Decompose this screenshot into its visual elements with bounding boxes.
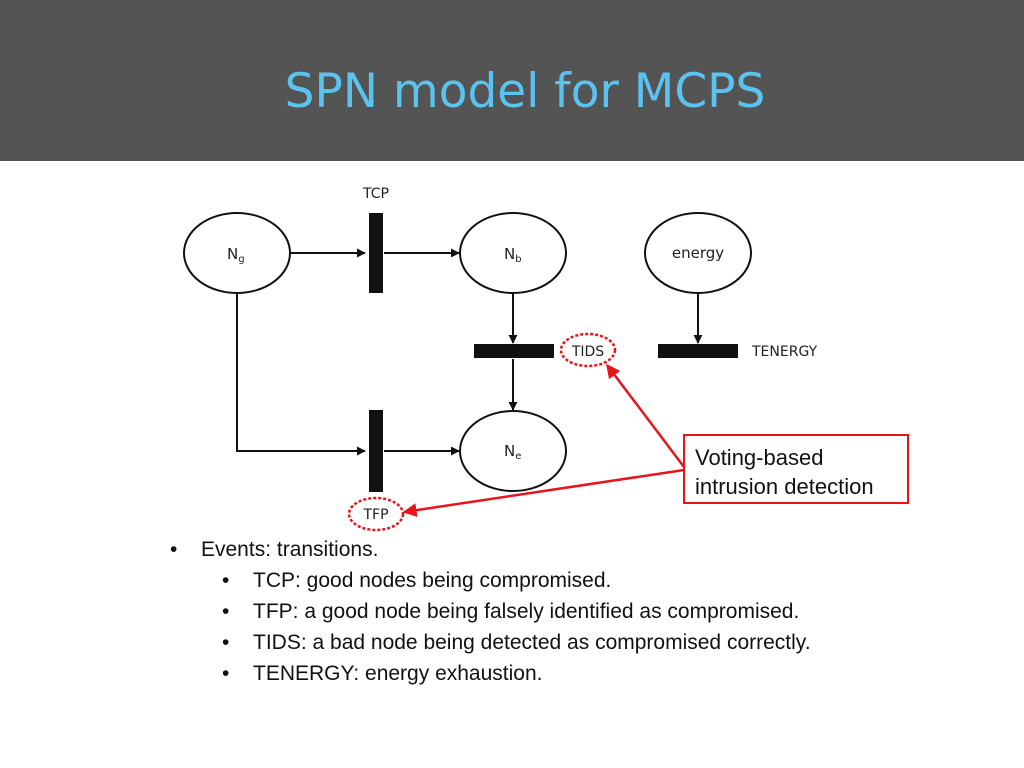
sub-bullet-text: TIDS: a bad node being detected as compr…: [253, 631, 811, 654]
bullet-item: • Events: transitions.: [170, 534, 1000, 565]
place-energy-label: energy: [672, 244, 724, 262]
bullet-text: Events: transitions.: [201, 538, 379, 561]
place-nb: Nb: [459, 212, 567, 294]
transition-tids: [474, 344, 554, 358]
callout-arrow-to-tfp: [402, 468, 685, 518]
transition-tfp-label: TFP: [362, 507, 388, 523]
place-ne: Ne: [459, 410, 567, 492]
place-ng-label: Ng: [227, 245, 245, 265]
sub-bullet-item: • TFP: a good node being falsely identif…: [170, 596, 1000, 627]
transition-tcp: [369, 213, 383, 293]
title-bar: [0, 0, 1024, 161]
place-nb-label: Nb: [504, 245, 522, 265]
arcs: [236, 248, 703, 456]
transition-tenergy-label: TENERGY: [751, 344, 818, 360]
bullet-list: • Events: transitions. • TCP: good nodes…: [170, 534, 1000, 689]
callout-line-1: Voting-based: [695, 445, 824, 470]
callout-line-2: intrusion detection: [695, 474, 874, 499]
tids-highlight-circle: [559, 332, 617, 368]
transition-tenergy: [658, 344, 738, 358]
sub-bullet-text: TENERGY: energy exhaustion.: [253, 662, 543, 685]
transition-tids-label: TIDS: [571, 344, 604, 360]
sub-bullet-item: • TCP: good nodes being compromised.: [170, 565, 1000, 596]
slide-title: SPN model for MCPS: [284, 64, 766, 119]
bullet-icon: •: [222, 631, 230, 654]
place-ne-label: Ne: [504, 442, 521, 462]
callout-arrow-to-tids: [606, 363, 685, 468]
place-energy: energy: [644, 212, 752, 294]
arc-ng-to-tfp: [236, 292, 366, 456]
sub-bullet-text: TCP: good nodes being compromised.: [253, 569, 612, 592]
transition-tcp-label: TCP: [362, 186, 389, 202]
sub-bullet-item: • TENERGY: energy exhaustion.: [170, 658, 1000, 689]
bullet-icon: •: [222, 569, 230, 592]
sub-bullet-item: • TIDS: a bad node being detected as com…: [170, 627, 1000, 658]
callout-box: Voting-based intrusion detection: [683, 434, 909, 504]
place-ng: Ng: [183, 212, 291, 294]
sub-bullet-text: TFP: a good node being falsely identifie…: [253, 600, 800, 623]
transition-tfp: [369, 410, 383, 492]
bullet-icon: •: [170, 538, 178, 561]
bullet-icon: •: [222, 662, 230, 685]
bullet-icon: •: [222, 600, 230, 623]
